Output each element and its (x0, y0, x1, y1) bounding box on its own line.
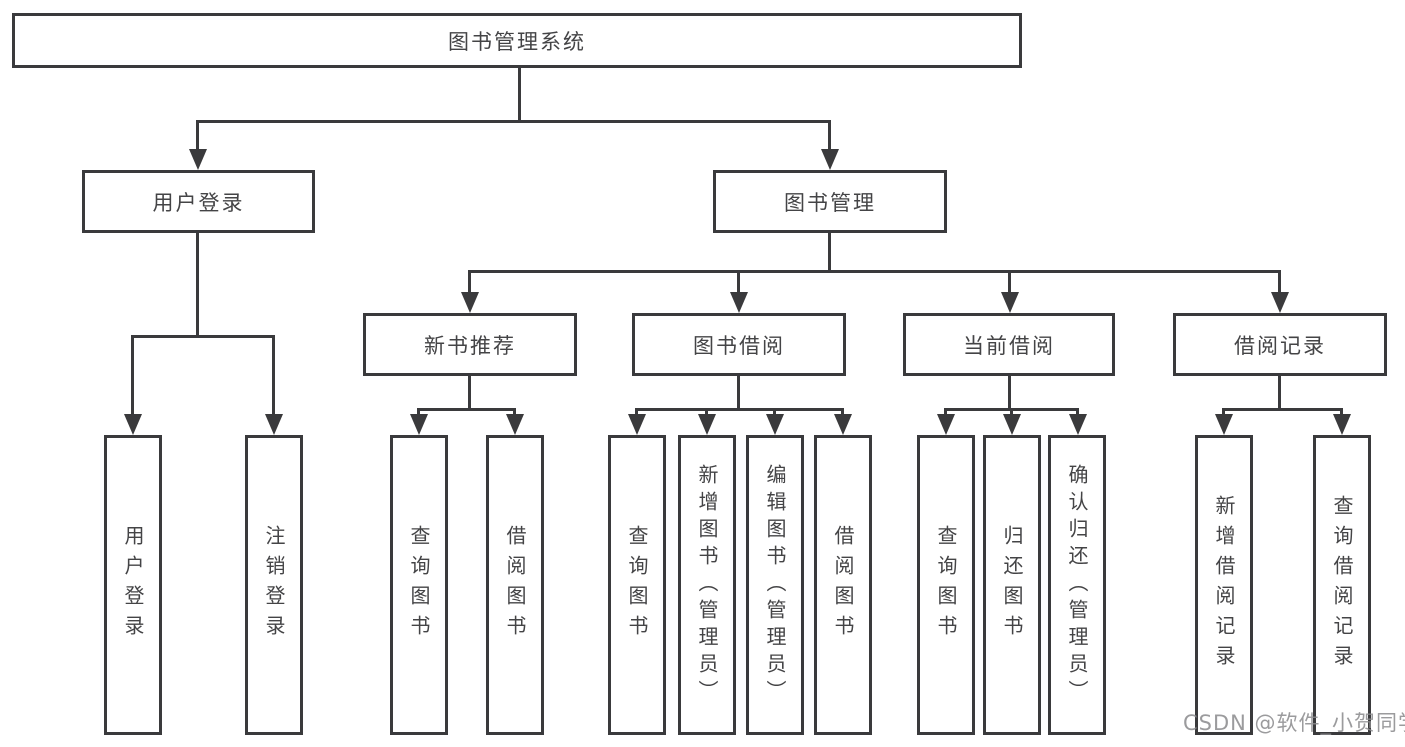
connector-book-borrow-drop-4 (841, 408, 844, 418)
arrowhead-icon (265, 414, 283, 435)
connector-book-mgmt-stem (828, 233, 831, 273)
leaf-query-books-borrow-label: 查询图书 (625, 525, 649, 645)
node-current-borrow-label: 当前借阅 (963, 333, 1055, 358)
connector-book-mgmt-bar (468, 270, 1281, 273)
leaf-borrow-books: 借阅图书 (814, 435, 872, 735)
connector-book-borrow-bar (635, 408, 844, 411)
arrowhead-icon (1215, 414, 1233, 435)
leaf-query-books-recommend: 查询图书 (390, 435, 448, 735)
node-current-borrow: 当前借阅 (903, 313, 1115, 376)
connector-borrow-record-drop-2 (1340, 408, 1343, 418)
arrowhead-icon (189, 149, 207, 170)
connector-current-borrow-drop-2 (1010, 408, 1013, 418)
leaf-query-borrow-record-label: 查询借阅记录 (1330, 495, 1354, 675)
leaf-return-books: 归还图书 (983, 435, 1041, 735)
connector-user-login-bar (131, 335, 274, 338)
connector-new-book-bar (417, 408, 516, 411)
connector-book-mgmt-drop-4 (1278, 270, 1281, 296)
leaf-edit-books-admin: 编辑图书︵管理员︶ (746, 435, 804, 735)
arrowhead-icon (834, 414, 852, 435)
node-book-borrow-label: 图书借阅 (693, 333, 785, 358)
leaf-add-books-admin-label: 新增图书︵管理员︶ (695, 463, 719, 707)
connector-borrow-record-drop-1 (1222, 408, 1225, 418)
arrowhead-icon (461, 292, 479, 313)
connector-user-login-drop-1 (131, 335, 134, 418)
connector-current-borrow-drop-3 (1076, 408, 1079, 418)
node-book-management-label: 图书管理 (784, 190, 876, 215)
connector-root-drop-right (828, 120, 831, 153)
leaf-borrow-books-label: 借阅图书 (831, 525, 855, 645)
node-user-login: 用户登录 (82, 170, 315, 233)
leaf-add-books-admin: 新增图书︵管理员︶ (678, 435, 736, 735)
watermark: CSDN @软件_小贺同学 (1183, 711, 1405, 735)
leaf-logout: 注销登录 (245, 435, 303, 735)
connector-borrow-record-stem (1278, 376, 1281, 411)
leaf-confirm-return-admin: 确认归还︵管理员︶ (1048, 435, 1106, 735)
connector-user-login-stem (196, 233, 199, 338)
leaf-user-login-label: 用户登录 (121, 525, 145, 645)
connector-current-borrow-stem (1008, 376, 1011, 411)
connector-book-mgmt-drop-3 (1008, 270, 1011, 296)
arrowhead-icon (1069, 414, 1087, 435)
connector-root-drop-left (196, 120, 199, 153)
connector-book-mgmt-drop-2 (737, 270, 740, 296)
node-user-login-label: 用户登录 (152, 190, 245, 215)
node-new-book-recommend: 新书推荐 (363, 313, 577, 376)
leaf-add-borrow-record: 新增借阅记录 (1195, 435, 1253, 735)
leaf-query-books-recommend-label: 查询图书 (407, 525, 431, 645)
connector-new-book-stem (468, 376, 471, 411)
leaf-query-books-borrow: 查询图书 (608, 435, 666, 735)
arrowhead-icon (730, 292, 748, 313)
arrowhead-icon (1001, 292, 1019, 313)
leaf-borrow-books-recommend: 借阅图书 (486, 435, 544, 735)
node-root-label: 图书管理系统 (448, 29, 586, 54)
arrowhead-icon (1333, 414, 1351, 435)
connector-book-borrow-drop-1 (635, 408, 638, 418)
node-borrow-record-label: 借阅记录 (1234, 333, 1326, 358)
node-root: 图书管理系统 (12, 13, 1022, 68)
arrowhead-icon (410, 414, 428, 435)
arrowhead-icon (937, 414, 955, 435)
connector-root-bar (196, 120, 831, 123)
connector-root-stem (518, 68, 521, 123)
connector-borrow-record-bar (1222, 408, 1343, 411)
arrowhead-icon (698, 414, 716, 435)
node-book-borrow: 图书借阅 (632, 313, 846, 376)
node-borrow-record: 借阅记录 (1173, 313, 1387, 376)
leaf-query-borrow-record: 查询借阅记录 (1313, 435, 1371, 735)
connector-current-borrow-drop-1 (944, 408, 947, 418)
arrowhead-icon (1003, 414, 1021, 435)
arrowhead-icon (821, 149, 839, 170)
arrowhead-icon (1271, 292, 1289, 313)
leaf-return-books-label: 归还图书 (1000, 525, 1024, 645)
connector-new-book-drop-1 (417, 408, 420, 418)
connector-user-login-drop-2 (272, 335, 275, 418)
leaf-query-books-current: 查询图书 (917, 435, 975, 735)
connector-book-borrow-drop-3 (773, 408, 776, 418)
leaf-edit-books-admin-label: 编辑图书︵管理员︶ (763, 463, 787, 707)
arrowhead-icon (506, 414, 524, 435)
leaf-borrow-books-recommend-label: 借阅图书 (503, 525, 527, 645)
connector-book-borrow-drop-2 (705, 408, 708, 418)
leaf-query-books-current-label: 查询图书 (934, 525, 958, 645)
leaf-user-login: 用户登录 (104, 435, 162, 735)
leaf-add-borrow-record-label: 新增借阅记录 (1212, 495, 1236, 675)
arrowhead-icon (628, 414, 646, 435)
node-new-book-recommend-label: 新书推荐 (424, 333, 516, 358)
arrowhead-icon (124, 414, 142, 435)
leaf-confirm-return-admin-label: 确认归还︵管理员︶ (1065, 463, 1089, 707)
connector-book-borrow-stem (737, 376, 740, 411)
leaf-logout-label: 注销登录 (262, 525, 286, 645)
node-book-management: 图书管理 (713, 170, 947, 233)
connector-book-mgmt-drop-1 (468, 270, 471, 296)
arrowhead-icon (766, 414, 784, 435)
connector-new-book-drop-2 (513, 408, 516, 418)
